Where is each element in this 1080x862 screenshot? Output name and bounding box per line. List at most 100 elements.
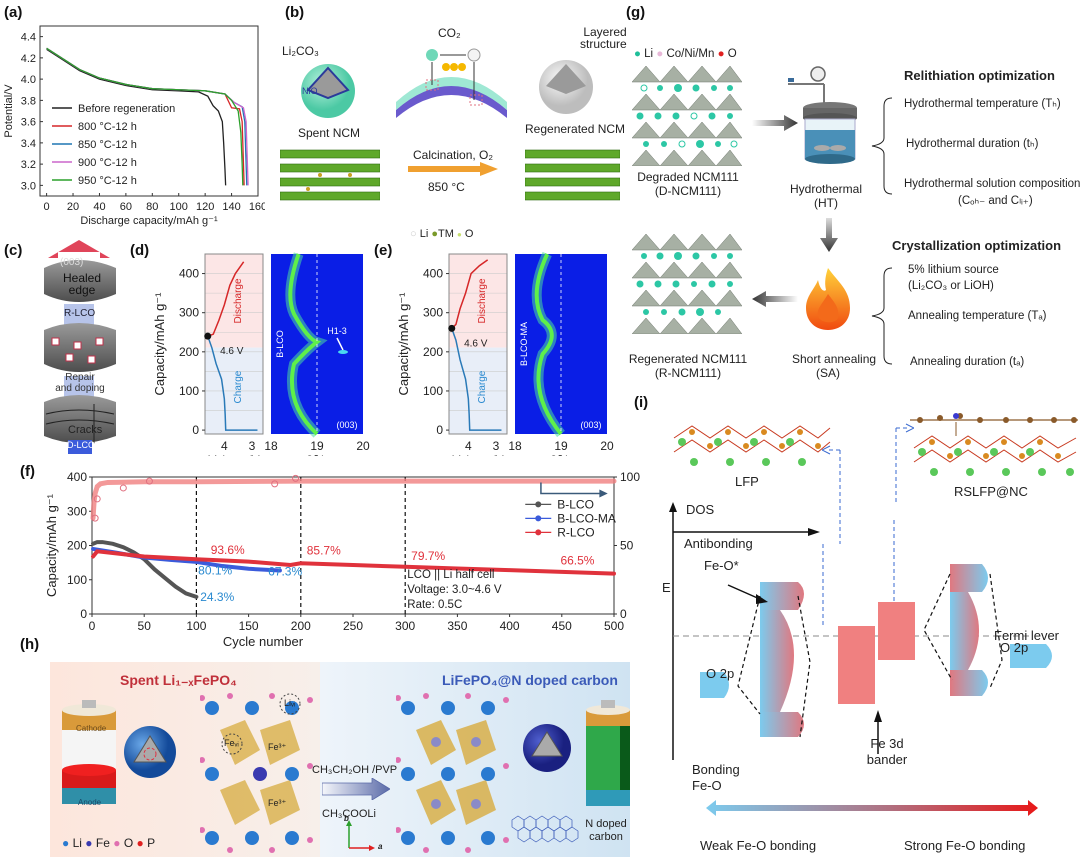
voltage-annotation: 4.6 V <box>220 346 244 357</box>
y-tick-label: 300 <box>423 306 443 320</box>
legend-fe: Fe <box>95 836 110 850</box>
legend-label: Before regeneration <box>78 103 175 115</box>
legend-label: 800 °C-12 h <box>78 121 137 133</box>
crystallization-title: Crystallization optimization <box>892 238 1062 253</box>
spent-ncm-label: Spent NCM <box>298 126 361 140</box>
panel-a-label: (a) <box>4 4 23 21</box>
reflection-label: (003) <box>336 420 357 430</box>
panel-h-label: (h) <box>20 636 40 653</box>
arrow-right-icon <box>752 115 798 131</box>
o2p-right-label: O 2p <box>1000 640 1029 655</box>
spent-particle-icon <box>124 726 176 778</box>
axis-a-label: a <box>378 842 383 851</box>
y-axis-label: Capacity/mAh g⁻¹ <box>44 493 59 597</box>
y-tick-label: 100 <box>179 384 199 398</box>
lco-particle-illustration <box>44 240 116 454</box>
series-line <box>207 335 258 431</box>
x-tick-label: 400 <box>500 619 520 633</box>
y-tick-label: 3.4 <box>21 138 36 150</box>
y-tick-label: 0 <box>80 607 87 621</box>
n-doped-carbon-label: N doped carbon <box>585 818 627 843</box>
ce-marker <box>119 484 127 492</box>
relithiation-title: Relithiation optimization <box>904 68 1055 83</box>
y-tick-label: 200 <box>179 345 199 359</box>
n-doped-carbon-lattice <box>511 815 579 843</box>
x-tick-label: 200 <box>291 619 311 633</box>
y-tick-label: 400 <box>179 267 199 281</box>
test-condition-note: Voltage: 3.0~4.6 V <box>407 584 502 596</box>
legend-label: 850 °C-12 h <box>78 139 137 151</box>
arrow-left-icon <box>752 291 798 307</box>
relithiation-item-2: Hydrothermal duration (tₕ) <box>906 138 1039 150</box>
x-tick-label: 250 <box>343 619 363 633</box>
x-tick-label: 350 <box>447 619 467 633</box>
crystallization-item-4: Annealing duration (tₐ) <box>910 356 1025 368</box>
y-tick-label: 300 <box>179 306 199 320</box>
sample-label: B-LCO-MA <box>519 322 529 366</box>
x-tick-label: 4 <box>465 439 472 453</box>
legend-label: 900 °C-12 h <box>78 157 137 169</box>
panel-c-label: (c) <box>4 242 23 259</box>
y-tick-label: 3.2 <box>21 159 36 171</box>
heatmap-x-tick: 19 <box>554 439 568 453</box>
rslfp-nc-label: RSLFP@NC <box>954 484 1028 499</box>
heatmap-x-tick: 18 <box>508 439 522 453</box>
e-legend-li: Li <box>419 228 429 240</box>
series-line <box>46 47 244 186</box>
retention-annotation: 93.6% <box>211 543 245 557</box>
product-particle-icon <box>523 724 571 772</box>
spent-lfp-crystal <box>200 693 313 853</box>
x-tick-label: 100 <box>170 201 188 213</box>
y2-tick-label: 0 <box>620 607 627 621</box>
degraded-ncm-abbr: (D-NCM111) <box>654 184 722 198</box>
sample-label: B-LCO <box>275 330 285 358</box>
product-battery-icon <box>586 700 630 806</box>
reflection-label: (003) <box>580 420 601 430</box>
hydrothermal-reactor-icon <box>788 66 857 164</box>
retention-annotation: 67.3% <box>268 565 302 579</box>
healed-edge-label: Healed edge <box>62 271 102 297</box>
co2-label: CO₂ <box>438 26 461 40</box>
y-tick-label: 200 <box>423 345 443 359</box>
panel-g-label: (g) <box>626 4 646 21</box>
tm-dot-icon: ● <box>656 48 664 60</box>
discharge-annotation: Discharge <box>477 278 488 323</box>
dos-label: DOS <box>686 502 715 517</box>
regenerated-ncm-particle <box>539 60 593 114</box>
reaction-arrow-icon <box>322 778 390 800</box>
face-003-label: (003) <box>60 257 84 268</box>
crystallization-item-1: 5% lithium source <box>908 264 999 276</box>
spent-lattice-image <box>280 149 380 201</box>
degraded-ncm-label: Degraded NCM111 <box>637 170 739 184</box>
capacity-series-line <box>91 549 616 576</box>
fe3-label-1: Fe³⁺ <box>268 742 287 752</box>
annealing-label: Short annealing <box>792 352 877 366</box>
spent-ncm-particle <box>301 64 355 118</box>
x-tick-label: 40 <box>93 201 105 213</box>
reagent-1: CH₃CH₂OH /PVP <box>312 764 398 776</box>
bonding-strength-arrow <box>706 800 1038 816</box>
degraded-ncm-structure <box>632 65 742 166</box>
regenerated-ncm111-abbr: (R-NCM111) <box>654 366 722 380</box>
regenerated-ncm-label: Regenerated NCM <box>525 122 626 136</box>
y2-tick-label: 100 <box>620 470 640 484</box>
retention-annotation: 85.7% <box>307 544 341 558</box>
legend-li: Li <box>644 48 654 60</box>
reagent-2: CH₃COOLi <box>322 808 376 820</box>
relithiation-item-1: Hydrothermal temperature (Tₕ) <box>904 98 1061 110</box>
annealing-abbr: (SA) <box>816 366 840 380</box>
y-tick-label: 100 <box>67 573 87 587</box>
o-atom-icon: ● <box>113 836 121 850</box>
retention-annotation: 66.5% <box>560 553 594 567</box>
spent-lfp-title: Spent Li₁₋ₓFePO₄ <box>120 672 237 688</box>
legend-tm: Co/Ni/Mn <box>666 48 715 60</box>
weak-bonding-label: Weak Fe-O bonding <box>700 838 817 853</box>
surface-reaction-diagram <box>396 48 507 118</box>
anode-label: Anode <box>78 798 102 807</box>
y-tick-label: 3.0 <box>21 180 36 192</box>
x-tick-label: 0 <box>44 201 50 213</box>
panel-f-label: (f) <box>20 463 35 480</box>
diffraction-band <box>534 253 563 436</box>
x-tick-label: 140 <box>222 201 240 213</box>
